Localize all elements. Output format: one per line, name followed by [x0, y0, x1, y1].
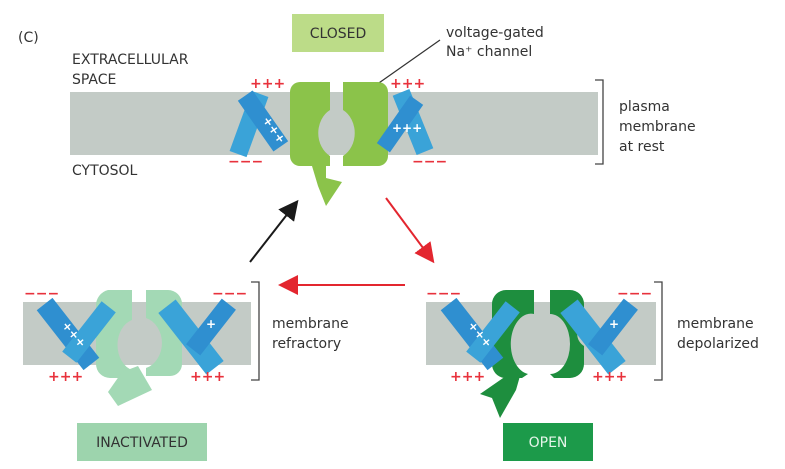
rest-label-line3: at rest	[619, 139, 665, 155]
refractory-label-line2: refractory	[272, 336, 341, 352]
closed-left-bottom-charge: −−−	[228, 154, 263, 170]
inactivated-state-label: INACTIVATED	[96, 435, 188, 451]
open-right-voltage-sensor: +	[560, 298, 638, 375]
closed-right-bottom-charge: −−−	[412, 154, 447, 170]
closed-state-label: CLOSED	[310, 26, 367, 42]
open-state-box	[503, 423, 593, 461]
open-left-top-charge: −−−	[426, 286, 461, 302]
channel-label-line2: Na⁺ channel	[446, 44, 532, 60]
refractory-label-line1: membrane	[272, 316, 349, 332]
membrane-depolarized-bracket	[654, 281, 663, 381]
inactivated-right-voltage-sensor: +	[158, 298, 236, 375]
arrow-closed-to-open	[385, 197, 435, 264]
extracellular-label-line1: EXTRACELLULAR	[72, 52, 189, 68]
closed-right-voltage-sensor: +++	[376, 88, 434, 156]
membrane-refractory-bracket	[251, 281, 260, 381]
inactivated-state-box	[77, 423, 207, 461]
sensor-charge: +++	[392, 121, 422, 135]
open-left-bottom-charge: +++	[450, 369, 485, 385]
arrow-inactivated-to-closed	[249, 199, 299, 263]
depolarized-label-line1: membrane	[677, 316, 754, 332]
closed-left-voltage-sensor: +++	[229, 90, 288, 158]
membrane-rest-bracket	[595, 79, 604, 165]
inactivated-left-bottom-charge: +++	[48, 369, 83, 385]
open-right-bottom-charge: +++	[592, 369, 627, 385]
open-state-label: OPEN	[529, 435, 568, 451]
inactivated-right-top-charge: −−−	[212, 286, 247, 302]
closed-left-top-charge: +++	[250, 76, 285, 92]
open-right-top-charge: −−−	[617, 286, 652, 302]
sensor-charge: +	[609, 317, 619, 331]
depolarized-label-line2: depolarized	[677, 336, 759, 352]
extracellular-label-line2: SPACE	[72, 72, 116, 88]
sensor-charge: +	[206, 317, 216, 331]
closed-right-top-charge: +++	[390, 76, 425, 92]
cytosol-label: CYTOSOL	[72, 163, 138, 179]
closed-state-box	[292, 14, 384, 52]
closed-channel	[290, 82, 388, 206]
open-left-voltage-sensor: +++	[440, 297, 520, 371]
inactivated-left-top-charge: −−−	[24, 286, 59, 302]
rest-label-line1: plasma	[619, 99, 670, 115]
channel-label-line1: voltage-gated	[446, 25, 544, 41]
inactivated-right-bottom-charge: +++	[190, 369, 225, 385]
rest-label-line2: membrane	[619, 119, 696, 135]
panel-label: (C)	[18, 30, 39, 46]
membrane-rest	[70, 92, 598, 155]
